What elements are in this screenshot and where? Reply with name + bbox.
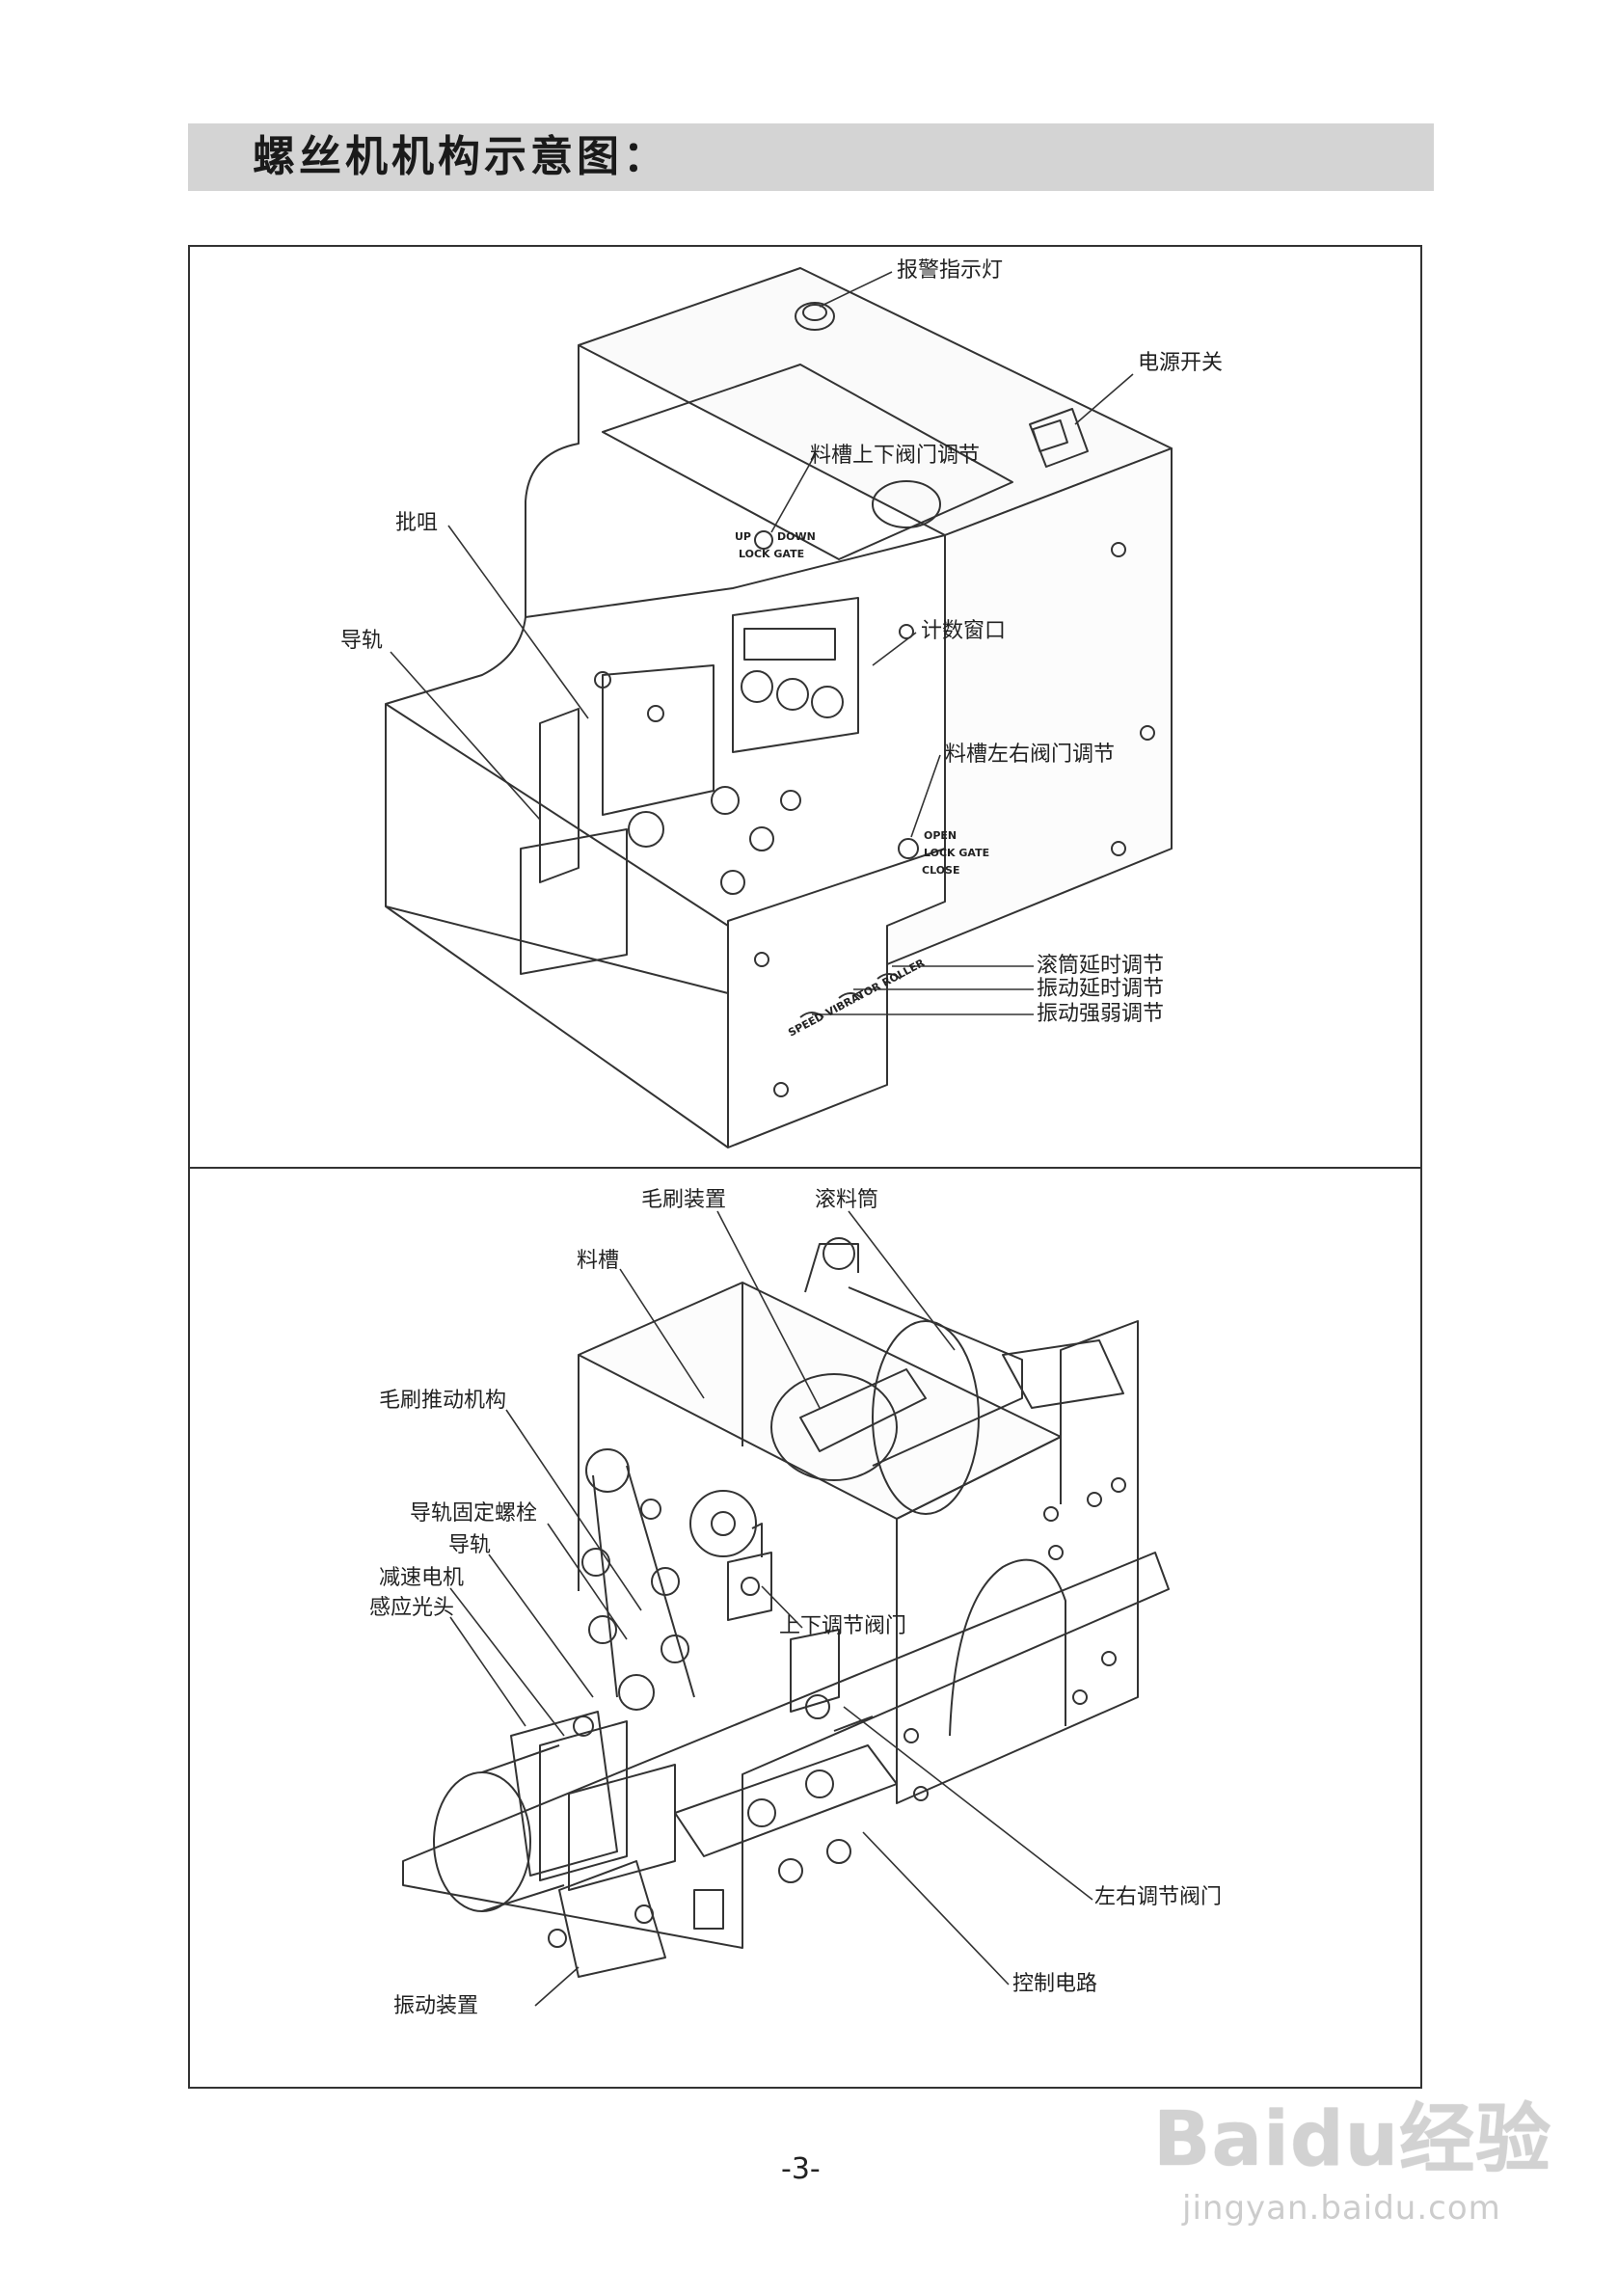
label-guide-rail-lower: 导轨 — [448, 1533, 492, 1557]
label-sensor-head: 感应光头 — [369, 1596, 455, 1620]
label-vibration-device: 振动装置 — [393, 1994, 479, 2018]
panel-open-text: OPEN — [924, 829, 957, 842]
label-reduction-motor: 减速电机 — [379, 1566, 465, 1590]
page-number: -3- — [781, 2152, 821, 2186]
label-leftright-gate: 左右调节阀门 — [1094, 1885, 1223, 1909]
label-count-window: 计数窗口 — [921, 619, 1007, 643]
panel-lock-gate-text-2: LOCK GATE — [924, 847, 989, 859]
label-guide-rail-upper: 导轨 — [340, 629, 384, 653]
label-roller-delay: 滚筒延时调节 — [1037, 954, 1165, 978]
panel-lock-gate-text: LOCK GATE — [739, 548, 804, 560]
label-brush-push: 毛刷推动机构 — [379, 1389, 507, 1413]
title-bar — [188, 123, 1434, 191]
panel-down-text: DOWN — [777, 530, 816, 543]
label-roller-drum: 滚料筒 — [815, 1188, 879, 1212]
upper-machine-drawing — [385, 267, 1173, 1148]
label-power-switch: 电源开关 — [1138, 351, 1224, 375]
lower-machine-drawing — [402, 1237, 1170, 1978]
panel-speed-text: SPEED VIBRATOR ROLLER — [786, 957, 927, 1040]
label-alarm-light: 报警指示灯 — [897, 258, 1004, 283]
label-vibration-delay: 振动延时调节 — [1037, 977, 1165, 1001]
label-trough: 料槽 — [577, 1249, 620, 1273]
label-updown-gate: 上下调节阀门 — [779, 1614, 907, 1638]
panel-up-text: UP — [735, 530, 751, 543]
label-trough-leftright-gate: 料槽左右阀门调节 — [945, 743, 1116, 767]
label-control-circuit: 控制电路 — [1012, 1972, 1098, 1996]
watermark-logo: Baidu经验 — [1153, 2096, 1552, 2183]
label-brush-device: 毛刷装置 — [641, 1188, 727, 1212]
label-trough-updown-gate: 料槽上下阀门调节 — [810, 444, 981, 468]
watermark-url: jingyan.baidu.com — [1182, 2189, 1501, 2228]
panel-close-text: CLOSE — [922, 864, 959, 877]
label-bit-holder: 批咀 — [395, 511, 439, 535]
label-rail-bolt: 导轨固定螺栓 — [410, 1501, 538, 1526]
frame-divider — [188, 1167, 1422, 1169]
label-vibration-strength: 振动强弱调节 — [1037, 1002, 1165, 1026]
page-title: 螺丝机机构示意图： — [253, 132, 669, 181]
